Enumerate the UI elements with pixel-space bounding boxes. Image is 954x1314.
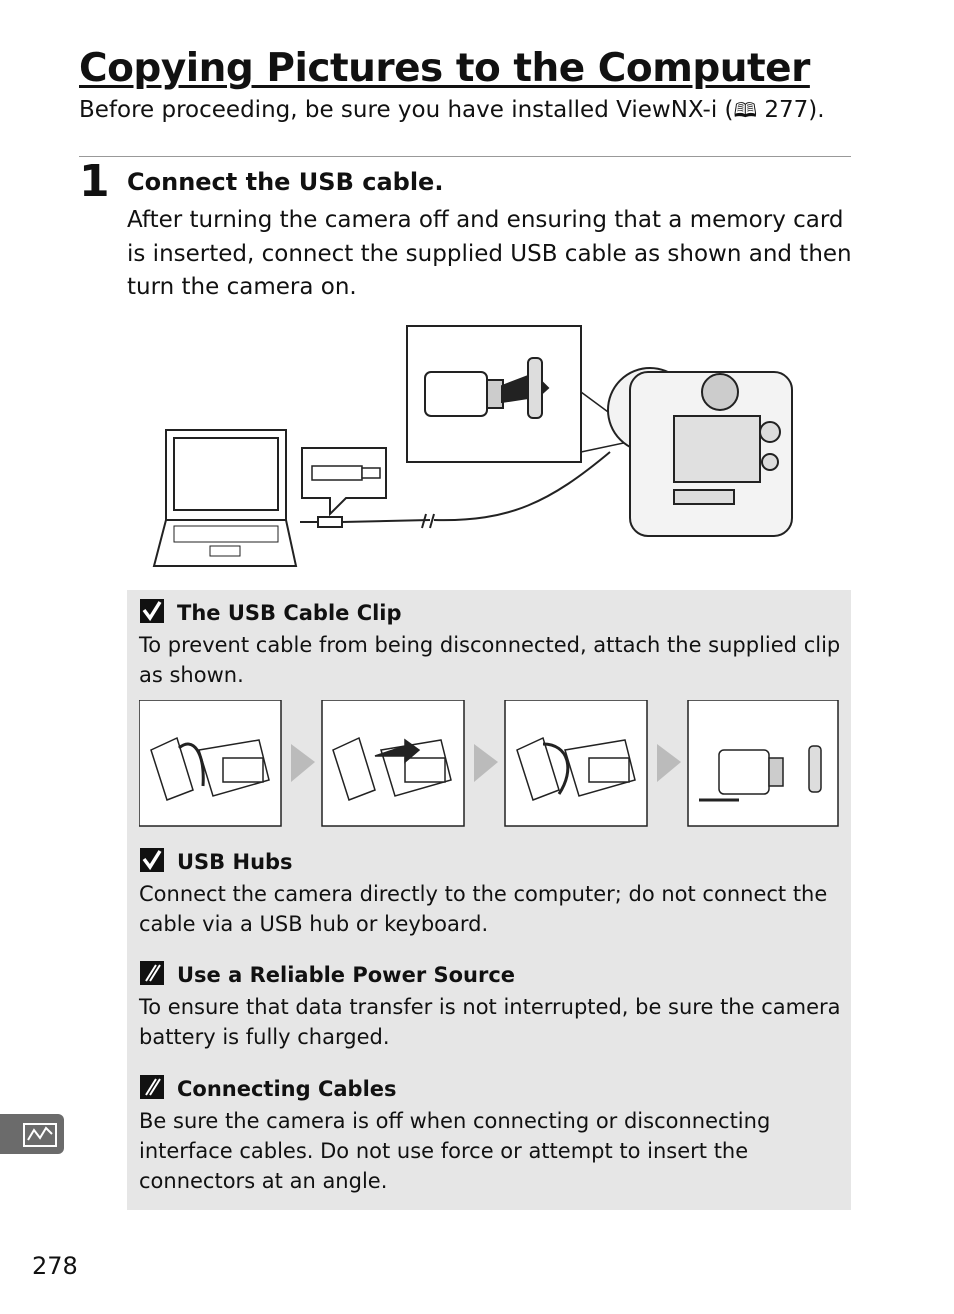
notes-panel: The USB Cable Clip To prevent cable from… xyxy=(127,590,851,1210)
intro-after: 277). xyxy=(757,97,825,123)
pencil-note-icon xyxy=(140,1075,164,1099)
step-arrow-icon xyxy=(474,744,498,782)
camera-port-inset xyxy=(406,325,639,463)
step-title: Connect the USB cable. xyxy=(127,168,444,196)
connection-icon xyxy=(23,1123,57,1147)
clip-step-1-image xyxy=(139,700,282,827)
pencil-note-icon xyxy=(140,961,164,985)
step-number: 1 xyxy=(79,156,110,207)
book-icon: 🕮 xyxy=(733,98,758,122)
note-title: Connecting Cables xyxy=(177,1077,397,1101)
intro-before: Before proceeding, be sure you have inst… xyxy=(79,97,734,123)
clip-step-3-image xyxy=(504,700,648,827)
note-text: To ensure that data transfer is not inte… xyxy=(139,995,841,1049)
step-body: After turning the camera off and ensurin… xyxy=(127,207,852,300)
laptop-icon xyxy=(152,429,298,567)
caution-check-icon xyxy=(140,599,164,623)
intro-text: Before proceeding, be sure you have inst… xyxy=(79,96,825,130)
camera-illustration xyxy=(607,367,793,537)
step-arrow-icon xyxy=(657,744,681,782)
note-heading: The USB Cable Clip xyxy=(139,598,402,625)
note-heading: Use a Reliable Power Source xyxy=(139,960,515,987)
section-divider xyxy=(79,156,851,157)
usb-plug-callout xyxy=(301,447,387,517)
note-text: Connect the camera directly to the compu… xyxy=(139,882,828,936)
usb-cable xyxy=(300,451,611,529)
note-heading: Connecting Cables xyxy=(139,1074,397,1101)
note-heading: USB Hubs xyxy=(139,847,293,874)
caution-check-icon xyxy=(140,848,164,872)
note-title: USB Hubs xyxy=(177,850,293,874)
usb-connection-illustration xyxy=(152,325,793,567)
note-text: To prevent cable from being disconnected… xyxy=(139,633,841,687)
note-text: Be sure the camera is off when connectin… xyxy=(139,1109,771,1193)
section-tab xyxy=(0,1114,64,1154)
usb-clip-steps xyxy=(139,700,839,827)
note-title: The USB Cable Clip xyxy=(177,601,402,625)
clip-step-2-image xyxy=(321,700,465,827)
note-title: Use a Reliable Power Source xyxy=(177,963,516,987)
clip-step-4-image xyxy=(687,700,839,827)
step-arrow-icon xyxy=(291,744,315,782)
page-number: 278 xyxy=(32,1252,78,1280)
page-title: Copying Pictures to the Computer xyxy=(79,46,810,91)
